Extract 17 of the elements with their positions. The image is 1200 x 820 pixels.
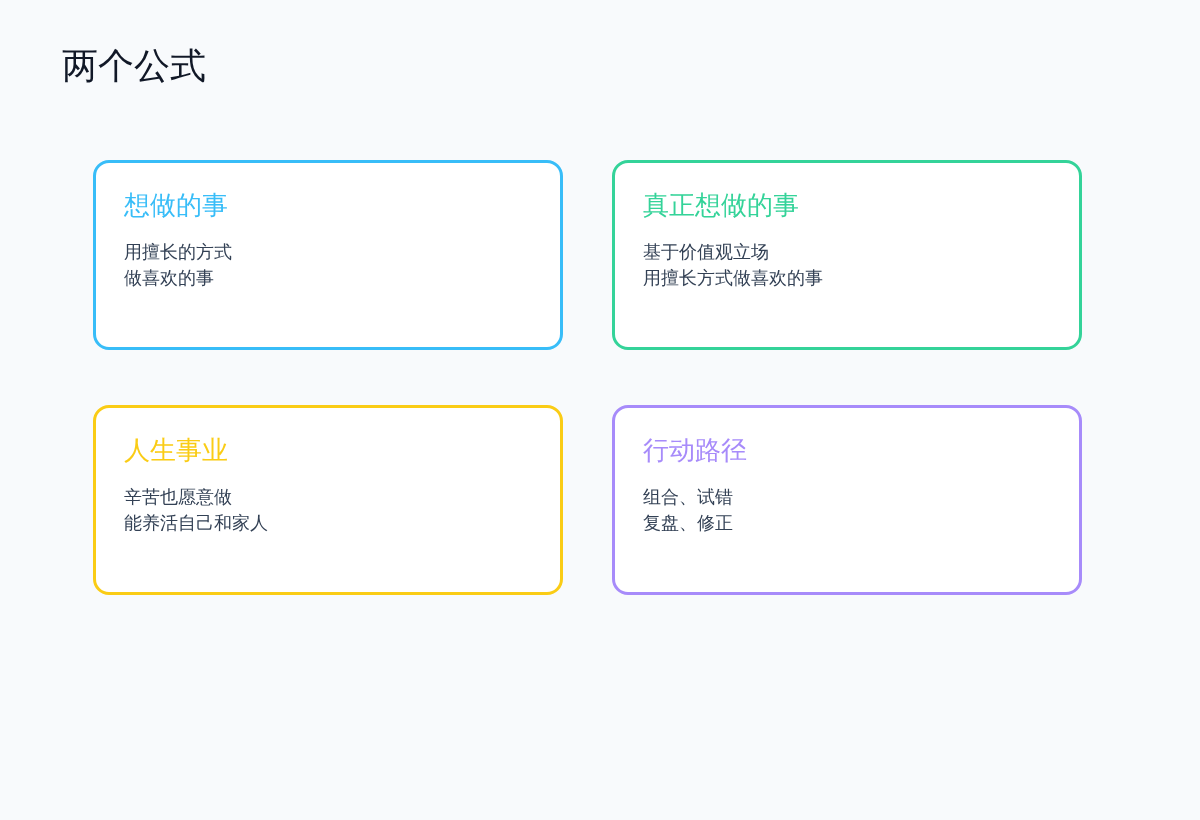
card-text: 用擅长方式做喜欢的事 — [643, 266, 823, 290]
formula-card — [612, 405, 1082, 595]
card-heading: 行动路径 — [643, 434, 747, 467]
card-heading: 人生事业 — [124, 434, 228, 467]
card-text: 基于价值观立场 — [643, 240, 769, 264]
card-text: 做喜欢的事 — [124, 266, 214, 290]
card-text: 辛苦也愿意做 — [124, 485, 232, 509]
card-heading: 真正想做的事 — [643, 189, 799, 222]
card-text: 用擅长的方式 — [124, 240, 232, 264]
formula-card — [93, 405, 563, 595]
diagram-title: 两个公式 — [62, 44, 206, 88]
card-heading: 想做的事 — [124, 189, 228, 222]
card-text: 组合、试错 — [643, 485, 733, 509]
card-text: 复盘、修正 — [643, 511, 733, 535]
formula-card — [612, 160, 1082, 350]
formula-card — [93, 160, 563, 350]
card-text: 能养活自己和家人 — [124, 511, 268, 535]
